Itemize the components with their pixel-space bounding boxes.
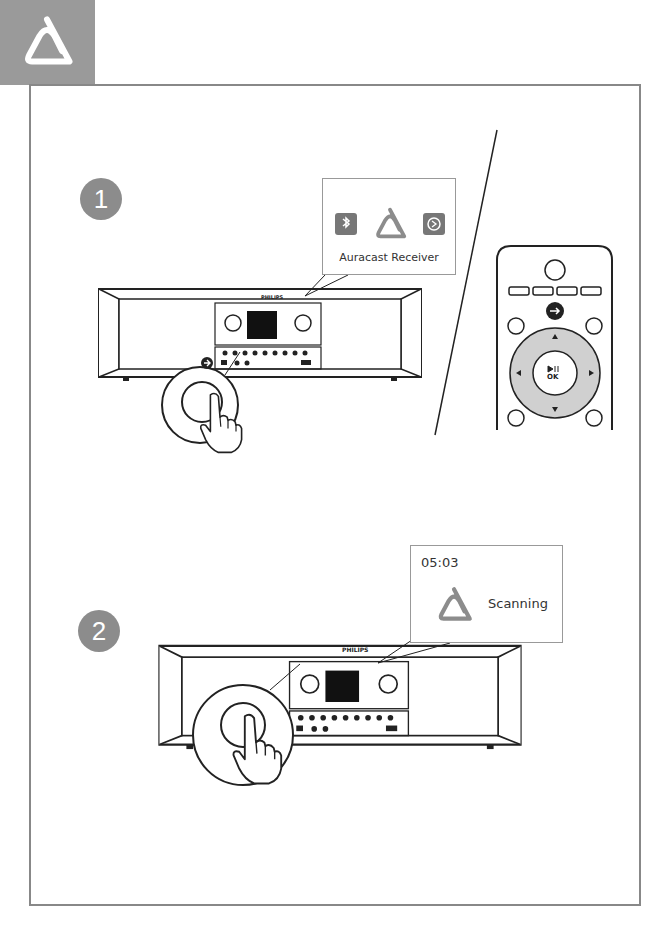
button-label: OK — [547, 374, 558, 381]
callout-screen: 05:03Scanning — [410, 545, 563, 643]
auracast-icon — [433, 584, 475, 626]
step-number: 1 — [80, 178, 122, 220]
source-icon — [423, 213, 445, 235]
screen-text: Scanning — [488, 596, 548, 611]
screen-text: 2 — [92, 616, 106, 647]
icon-glyph — [423, 213, 445, 235]
brand-logo: PHILIPS — [342, 647, 368, 653]
source-icon — [335, 213, 357, 235]
clock-time: 05:03 — [421, 555, 458, 570]
brand-logo: PHILIPS — [261, 295, 283, 300]
step-number: 2 — [78, 610, 120, 652]
icon-glyph — [335, 213, 357, 235]
auracast-icon — [371, 205, 409, 243]
callout-screen: Auracast Receiver — [322, 178, 456, 275]
screen-text: Auracast Receiver — [323, 251, 455, 264]
screen-text: 1 — [94, 184, 108, 215]
